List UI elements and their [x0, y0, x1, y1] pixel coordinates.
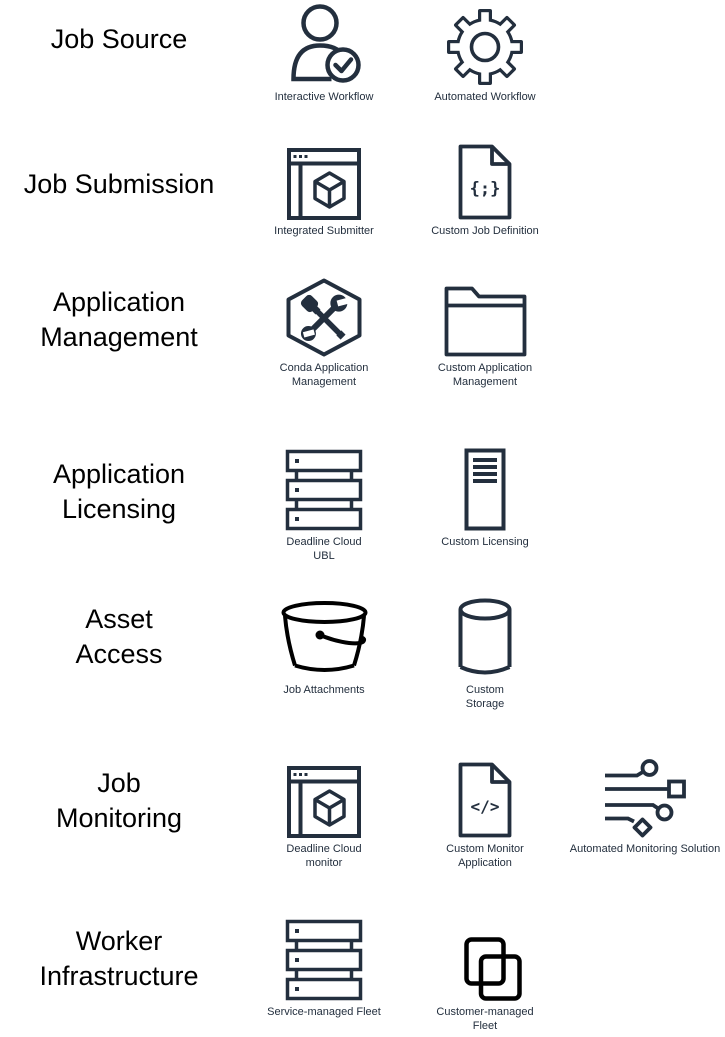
person-check-icon: [287, 2, 362, 86]
server-stack-icon: [285, 917, 363, 1001]
category-label-job-source: Job Source: [50, 24, 188, 54]
item-custom-licensing: Custom Licensing: [410, 448, 560, 549]
item-conda-application-management: Conda Application Management: [249, 277, 399, 389]
item-label: Conda Application Management: [279, 362, 369, 388]
item-job-attachments: Job Attachments: [249, 598, 399, 697]
category-label-job-monitoring: Job Monitoring: [55, 768, 183, 833]
gear-icon: [446, 2, 524, 86]
item-label: Custom Job Definition: [431, 225, 539, 237]
item-deadline-cloud-monitor: Deadline Cloud monitor: [249, 757, 399, 870]
item-label: Deadline Cloud UBL: [286, 536, 362, 562]
item-service-managed-fleet: Service-managed Fleet: [249, 917, 399, 1019]
config-glyph: {;}: [470, 179, 501, 199]
code-glyph: </>: [471, 797, 500, 816]
category-label-job-submission: Job Submission: [23, 169, 215, 199]
item-custom-monitor-application: </> Custom Monitor Application: [410, 757, 560, 870]
category-label-asset-access: Asset Access: [75, 604, 163, 669]
category-label-application-licensing: Application Licensing: [52, 459, 186, 524]
item-label: Integrated Submitter: [274, 225, 374, 237]
bucket-icon: [279, 598, 370, 679]
browser-cube-icon: [287, 143, 361, 220]
item-label: Job Attachments: [283, 684, 365, 696]
item-label: Customer-managed Fleet: [436, 1006, 534, 1032]
item-label: Deadline Cloud monitor: [286, 843, 362, 869]
category-label-application-management: Application Management: [40, 287, 198, 352]
circuit-connectors-icon: [601, 757, 689, 838]
item-custom-application-management: Custom Application Management: [410, 277, 560, 389]
item-automated-monitoring-solution: Automated Monitoring Solution: [560, 757, 725, 856]
cylinder-icon: [456, 598, 514, 679]
item-label: Interactive Workflow: [274, 91, 374, 103]
browser-cube-icon: [287, 757, 361, 838]
stacked-squares-icon: [448, 917, 522, 1001]
item-custom-storage: Custom Storage: [410, 598, 560, 711]
item-customer-managed-fleet: Customer-managed Fleet: [410, 917, 560, 1033]
document-code-icon: </>: [458, 757, 512, 838]
item-label: Service-managed Fleet: [267, 1006, 381, 1018]
item-custom-job-definition: {;} Custom Job Definition: [410, 143, 560, 238]
item-label: Automated Monitoring Solution: [569, 843, 721, 855]
category-label-worker-infrastructure: Worker Infrastructure: [39, 926, 199, 991]
item-label: Automated Workflow: [434, 91, 536, 103]
item-interactive-workflow: Interactive Workflow: [249, 2, 399, 104]
item-label: Custom Application Management: [437, 362, 533, 388]
item-label: Custom Licensing: [441, 536, 529, 548]
server-stack-icon: [285, 448, 363, 531]
item-deadline-cloud-ubl: Deadline Cloud UBL: [249, 448, 399, 563]
item-integrated-submitter: Integrated Submitter: [249, 143, 399, 238]
item-label: Custom Monitor Application: [446, 843, 524, 869]
item-label: Custom Storage: [465, 684, 505, 710]
item-automated-workflow: Automated Workflow: [410, 2, 560, 104]
folder-icon: [444, 277, 527, 357]
server-tower-icon: [464, 448, 506, 531]
hexagon-tools-icon: [283, 277, 365, 357]
document-config-icon: {;}: [458, 143, 512, 220]
